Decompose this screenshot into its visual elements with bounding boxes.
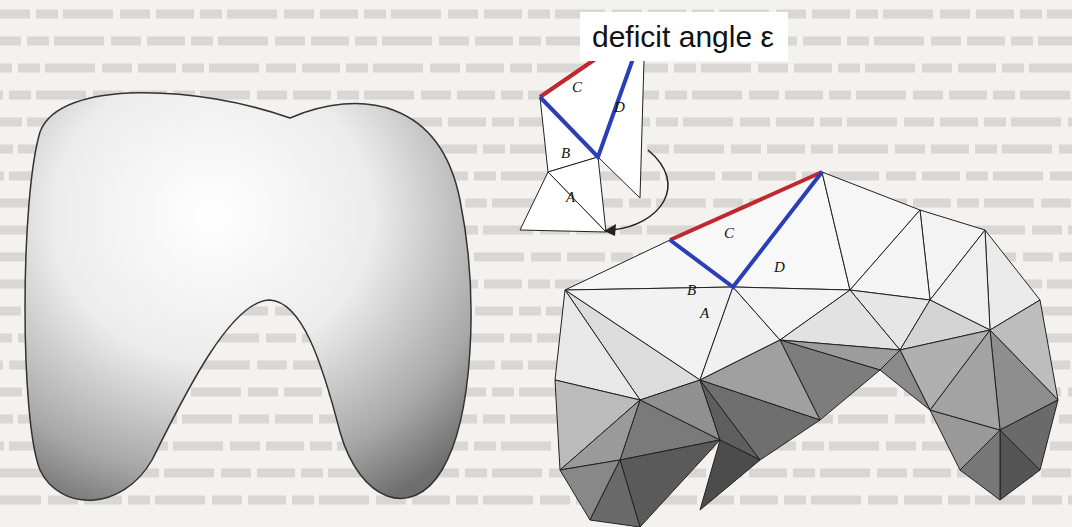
triangle-label: C [724,226,734,241]
triangle-label: A [566,190,575,205]
triangle-label: A [700,306,709,321]
triangle-label: D [774,260,785,275]
smooth-surface [25,93,471,501]
triangulated-surface [555,172,1058,527]
blue-edges [670,172,822,287]
red-edge [670,172,822,240]
background-text [0,14,1072,500]
triangle-label: D [614,100,625,115]
title-label: deficit angle ε [580,12,788,61]
arrowhead [604,224,616,236]
triangle-label: B [687,283,696,298]
fold-arrow [612,150,668,230]
triangle-label: C [572,80,582,95]
triangle-label: B [561,146,570,161]
